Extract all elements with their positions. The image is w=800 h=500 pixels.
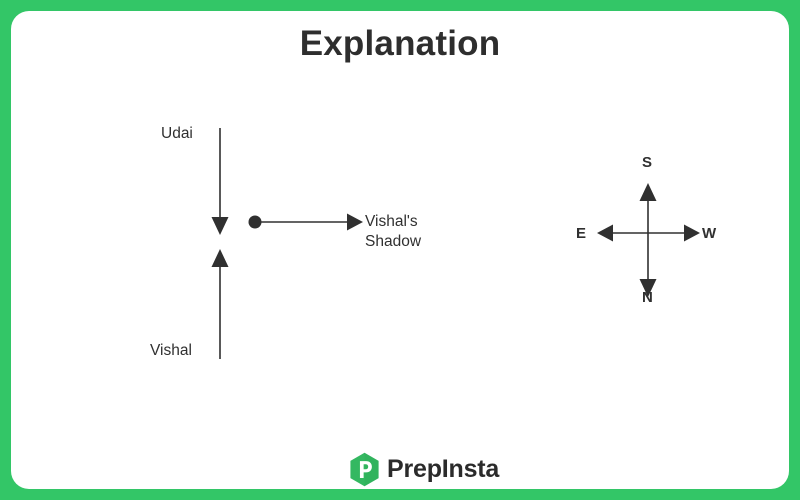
shadow-origin-dot <box>248 215 262 229</box>
compass-arrowhead-right <box>684 224 700 242</box>
udai-arrowhead-down <box>211 217 229 235</box>
prepinsta-wordmark: PrepInsta <box>387 455 500 483</box>
label-vishal: Vishal <box>150 342 192 359</box>
explanation-diagram: Udai Vishal Vishal's Shadow S N E W <box>11 11 789 489</box>
label-shadow-line1: Vishal's <box>365 213 418 230</box>
label-udai: Udai <box>161 125 193 142</box>
compass-label-left: E <box>576 225 587 242</box>
content-card: Explanation <box>11 11 789 489</box>
shadow-arrowhead-right <box>347 213 363 231</box>
prepinsta-logo: PrepInsta <box>348 452 499 487</box>
compass-label-bottom: N <box>642 289 653 306</box>
compass-arrowhead-top <box>639 183 657 201</box>
compass-arrowhead-bottom <box>639 279 657 297</box>
diagram-svg <box>211 128 700 359</box>
label-shadow-line2: Shadow <box>365 233 422 250</box>
vishal-arrowhead-up <box>211 249 229 267</box>
compass-arrowhead-left <box>597 224 613 242</box>
compass-label-top: S <box>642 154 653 171</box>
page-title: Explanation <box>299 24 501 63</box>
compass-label-right: W <box>702 225 717 242</box>
prepinsta-hexagon-icon <box>350 452 379 487</box>
